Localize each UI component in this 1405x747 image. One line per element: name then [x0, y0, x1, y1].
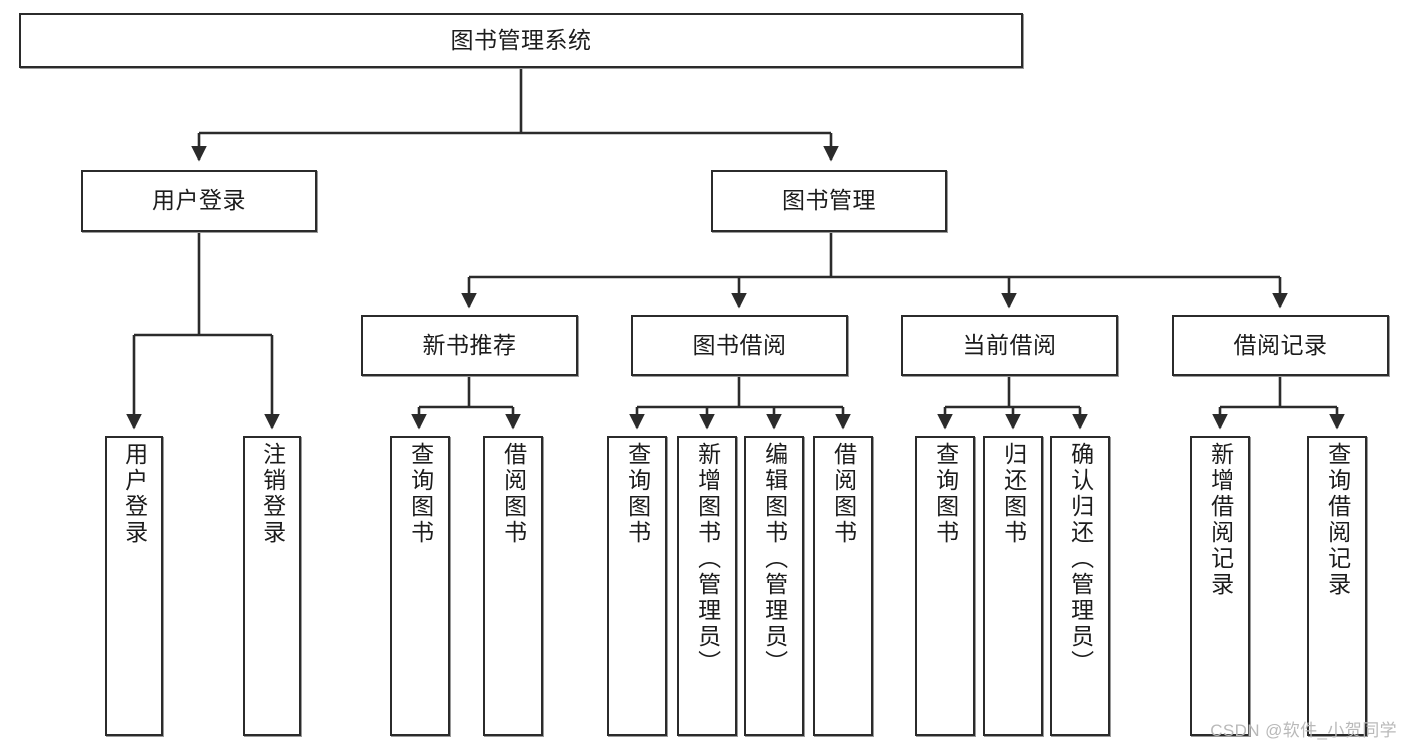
node-label: 编辑图书（管理员） [761, 442, 788, 676]
node-root[interactable]: 图书管理系统 [19, 13, 1023, 68]
node-label: 查询图书 [407, 442, 434, 546]
node-label: 查询图书 [624, 442, 651, 546]
leaf-user-logout[interactable]: 注销登录 [243, 436, 301, 736]
node-new-book-rec[interactable]: 新书推荐 [361, 315, 578, 376]
node-label: 新书推荐 [422, 331, 517, 358]
node-label: 归还图书 [1000, 442, 1027, 546]
leaf-query-book-cur[interactable]: 查询图书 [915, 436, 975, 736]
node-label: 借阅图书 [500, 442, 527, 546]
leaf-borrow-book-rec[interactable]: 借阅图书 [483, 436, 543, 736]
node-label: 借阅记录 [1233, 331, 1328, 358]
leaf-query-book-rec[interactable]: 查询图书 [390, 436, 450, 736]
leaf-user-login[interactable]: 用户登录 [105, 436, 163, 736]
node-book-manage[interactable]: 图书管理 [711, 170, 947, 232]
leaf-confirm-return[interactable]: 确认归还（管理员） [1050, 436, 1110, 736]
node-label: 图书管理系统 [450, 26, 592, 53]
node-label: 新增借阅记录 [1207, 442, 1234, 598]
leaf-query-record[interactable]: 查询借阅记录 [1307, 436, 1367, 736]
leaf-add-record[interactable]: 新增借阅记录 [1190, 436, 1250, 736]
node-label: 图书借阅 [692, 331, 787, 358]
node-label: 当前借阅 [962, 331, 1057, 358]
node-label: 确认归还（管理员） [1067, 442, 1094, 676]
leaf-edit-book[interactable]: 编辑图书（管理员） [744, 436, 804, 736]
node-label: 注销登录 [259, 442, 286, 546]
leaf-borrow-book[interactable]: 借阅图书 [813, 436, 873, 736]
node-label: 借阅图书 [830, 442, 857, 546]
node-book-borrow[interactable]: 图书借阅 [631, 315, 848, 376]
node-current-borrow[interactable]: 当前借阅 [901, 315, 1118, 376]
leaf-return-book[interactable]: 归还图书 [983, 436, 1043, 736]
watermark-text: CSDN @软件_小贺同学 [1210, 721, 1397, 740]
node-borrow-record[interactable]: 借阅记录 [1172, 315, 1389, 376]
node-label: 查询图书 [932, 442, 959, 546]
node-label: 图书管理 [782, 187, 876, 214]
node-user-login[interactable]: 用户登录 [81, 170, 317, 232]
node-label: 查询借阅记录 [1324, 442, 1351, 598]
node-label: 用户登录 [152, 187, 246, 214]
node-label: 用户登录 [121, 442, 148, 546]
leaf-add-book[interactable]: 新增图书（管理员） [677, 436, 737, 736]
leaf-query-book[interactable]: 查询图书 [607, 436, 667, 736]
node-label: 新增图书（管理员） [694, 442, 721, 676]
